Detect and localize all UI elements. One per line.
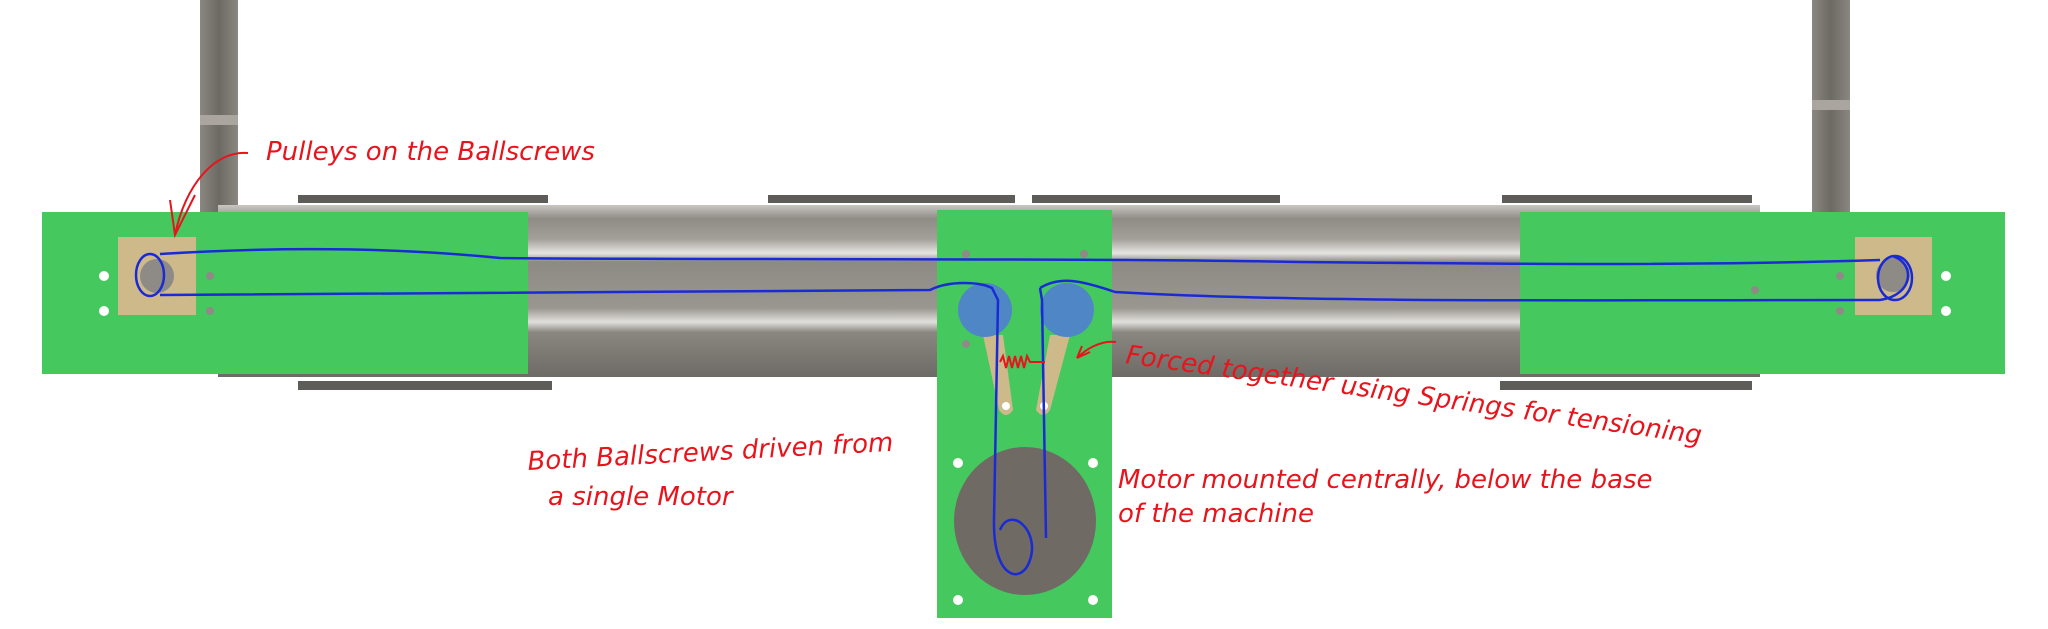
annotation-arrows [169, 151, 1117, 369]
pulleys-annotation: Pulleys on the Ballscrews [266, 137, 595, 167]
motor [954, 447, 1096, 595]
right-carriage-plate [1520, 212, 2005, 374]
left-idler-pulley [958, 283, 1012, 337]
motor-annotation-line2: of the machine [1118, 499, 1314, 529]
right-pulley [1876, 258, 1910, 292]
rail-strips [298, 195, 1752, 390]
motor-annotation-line1: Motor mounted centrally, below the base [1118, 465, 1653, 495]
left-pulley [140, 259, 174, 293]
drive-annotation-line2: a single Motor [548, 482, 735, 512]
spring-icon [999, 353, 1045, 369]
left-tensioner-arm [983, 335, 1013, 415]
right-idler-pulley [1040, 283, 1094, 337]
drive-annotation-line1: Both Ballscrews driven from [527, 428, 894, 477]
left-post [200, 0, 238, 215]
